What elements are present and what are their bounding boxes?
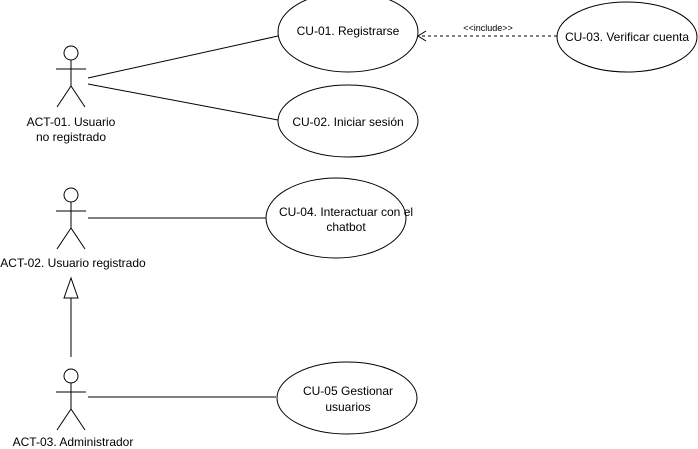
use-case-cu01[interactable]: CU-01. Registrarse <box>277 0 419 73</box>
use-case-ellipse <box>265 177 407 259</box>
use-case-ellipse <box>556 1 698 73</box>
actor-head <box>63 368 79 384</box>
include-label: <<include>> <box>463 23 513 33</box>
association-act01-cu01 <box>87 35 279 79</box>
actor-legs <box>56 85 86 108</box>
use-case-cu04-label-line2: chatbot <box>326 220 366 234</box>
use-case-cu05-label-line2: usuarios <box>325 400 370 414</box>
generalization-triangle <box>63 276 79 299</box>
actor-legs <box>56 227 86 250</box>
use-case-ellipse <box>277 84 419 158</box>
actor-act02[interactable]: ACT-02. Usuario registrado <box>0 187 146 270</box>
use-case-cu04[interactable]: CU-04. Interactuar con el chatbot <box>265 177 413 259</box>
use-case-ellipse <box>276 361 418 435</box>
use-case-cu01-label: CU-01. Registrarse <box>297 24 400 38</box>
generalization-act03-act02 <box>63 276 79 357</box>
use-case-cu03[interactable]: CU-03. Verificar cuenta <box>556 1 698 73</box>
use-case-ellipse <box>277 0 419 73</box>
actor-act01-label-line2: no registrado <box>36 130 106 144</box>
use-case-cu02[interactable]: CU-02. Iniciar sesión <box>277 84 419 158</box>
actor-act02-label: ACT-02. Usuario registrado <box>0 256 146 270</box>
use-case-cu02-label: CU-02. Iniciar sesión <box>292 115 403 129</box>
association-act01-cu02 <box>87 83 279 121</box>
use-case-cu03-label: CU-03. Verificar cuenta <box>565 30 689 44</box>
actor-head <box>63 45 79 61</box>
use-case-cu05[interactable]: CU-05 Gestionar usuarios <box>276 361 418 435</box>
actor-act03-label: ACT-03. Administrador <box>13 435 134 449</box>
include-dependency: <<include>> <box>417 23 557 42</box>
actor-act01-label-line1: ACT-01. Usuario <box>27 115 116 129</box>
actor-head <box>63 187 79 203</box>
actor-act03[interactable]: ACT-03. Administrador <box>13 368 134 449</box>
use-case-cu05-label-line1: CU-05 Gestionar <box>303 384 393 398</box>
use-case-cu04-label-line1: CU-04. Interactuar con el <box>279 205 413 219</box>
actor-act01[interactable]: ACT-01. Usuario no registrado <box>27 45 116 144</box>
actor-legs <box>56 408 86 431</box>
